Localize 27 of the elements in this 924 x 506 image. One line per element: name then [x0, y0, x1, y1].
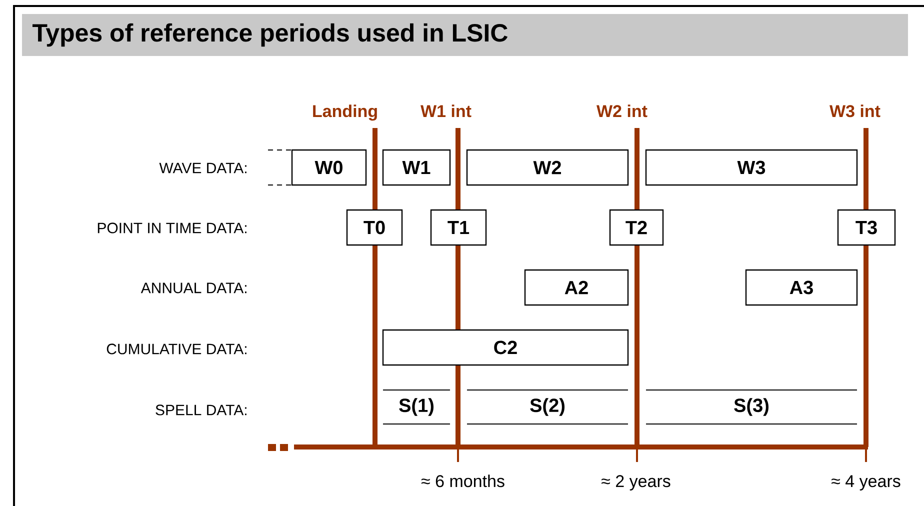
row-label: SPELL DATA: [156, 404, 246, 416]
period-box: T1 [430, 209, 487, 246]
marker-label: W3 int [830, 104, 880, 118]
period-box: W0 [291, 149, 367, 186]
title-bar: Types of reference periods used in LSIC [22, 14, 908, 56]
row-label: ANNUAL DATA: [140, 282, 246, 294]
period-box: C2 [382, 329, 629, 366]
period-box: W1 [382, 149, 451, 186]
tick-label: ≈ 6 months [421, 474, 504, 488]
tick-label: ≈ 2 years [602, 475, 670, 491]
row-label: POINT IN TIME DATA: [98, 222, 246, 234]
period-box: T0 [346, 209, 403, 246]
spell-band: S(2) [466, 390, 628, 424]
period-box: W3 [645, 149, 858, 186]
row-label: WAVE DATA: [159, 162, 246, 174]
period-box: W2 [466, 149, 629, 186]
marker-label: W1 int [420, 104, 472, 118]
spell-band: S(1) [382, 390, 450, 424]
row-label: CUMULATIVE DATA: [106, 344, 246, 354]
period-box: A2 [524, 269, 629, 306]
spell-band: S(3) [646, 390, 858, 424]
period-box: T2 [609, 209, 664, 246]
marker-label: W2 int [596, 104, 648, 118]
tick-label: ≈ 4 years [832, 475, 900, 491]
period-box: T3 [837, 209, 896, 246]
marker-label: Landing [313, 104, 377, 121]
period-box: A3 [745, 269, 858, 306]
